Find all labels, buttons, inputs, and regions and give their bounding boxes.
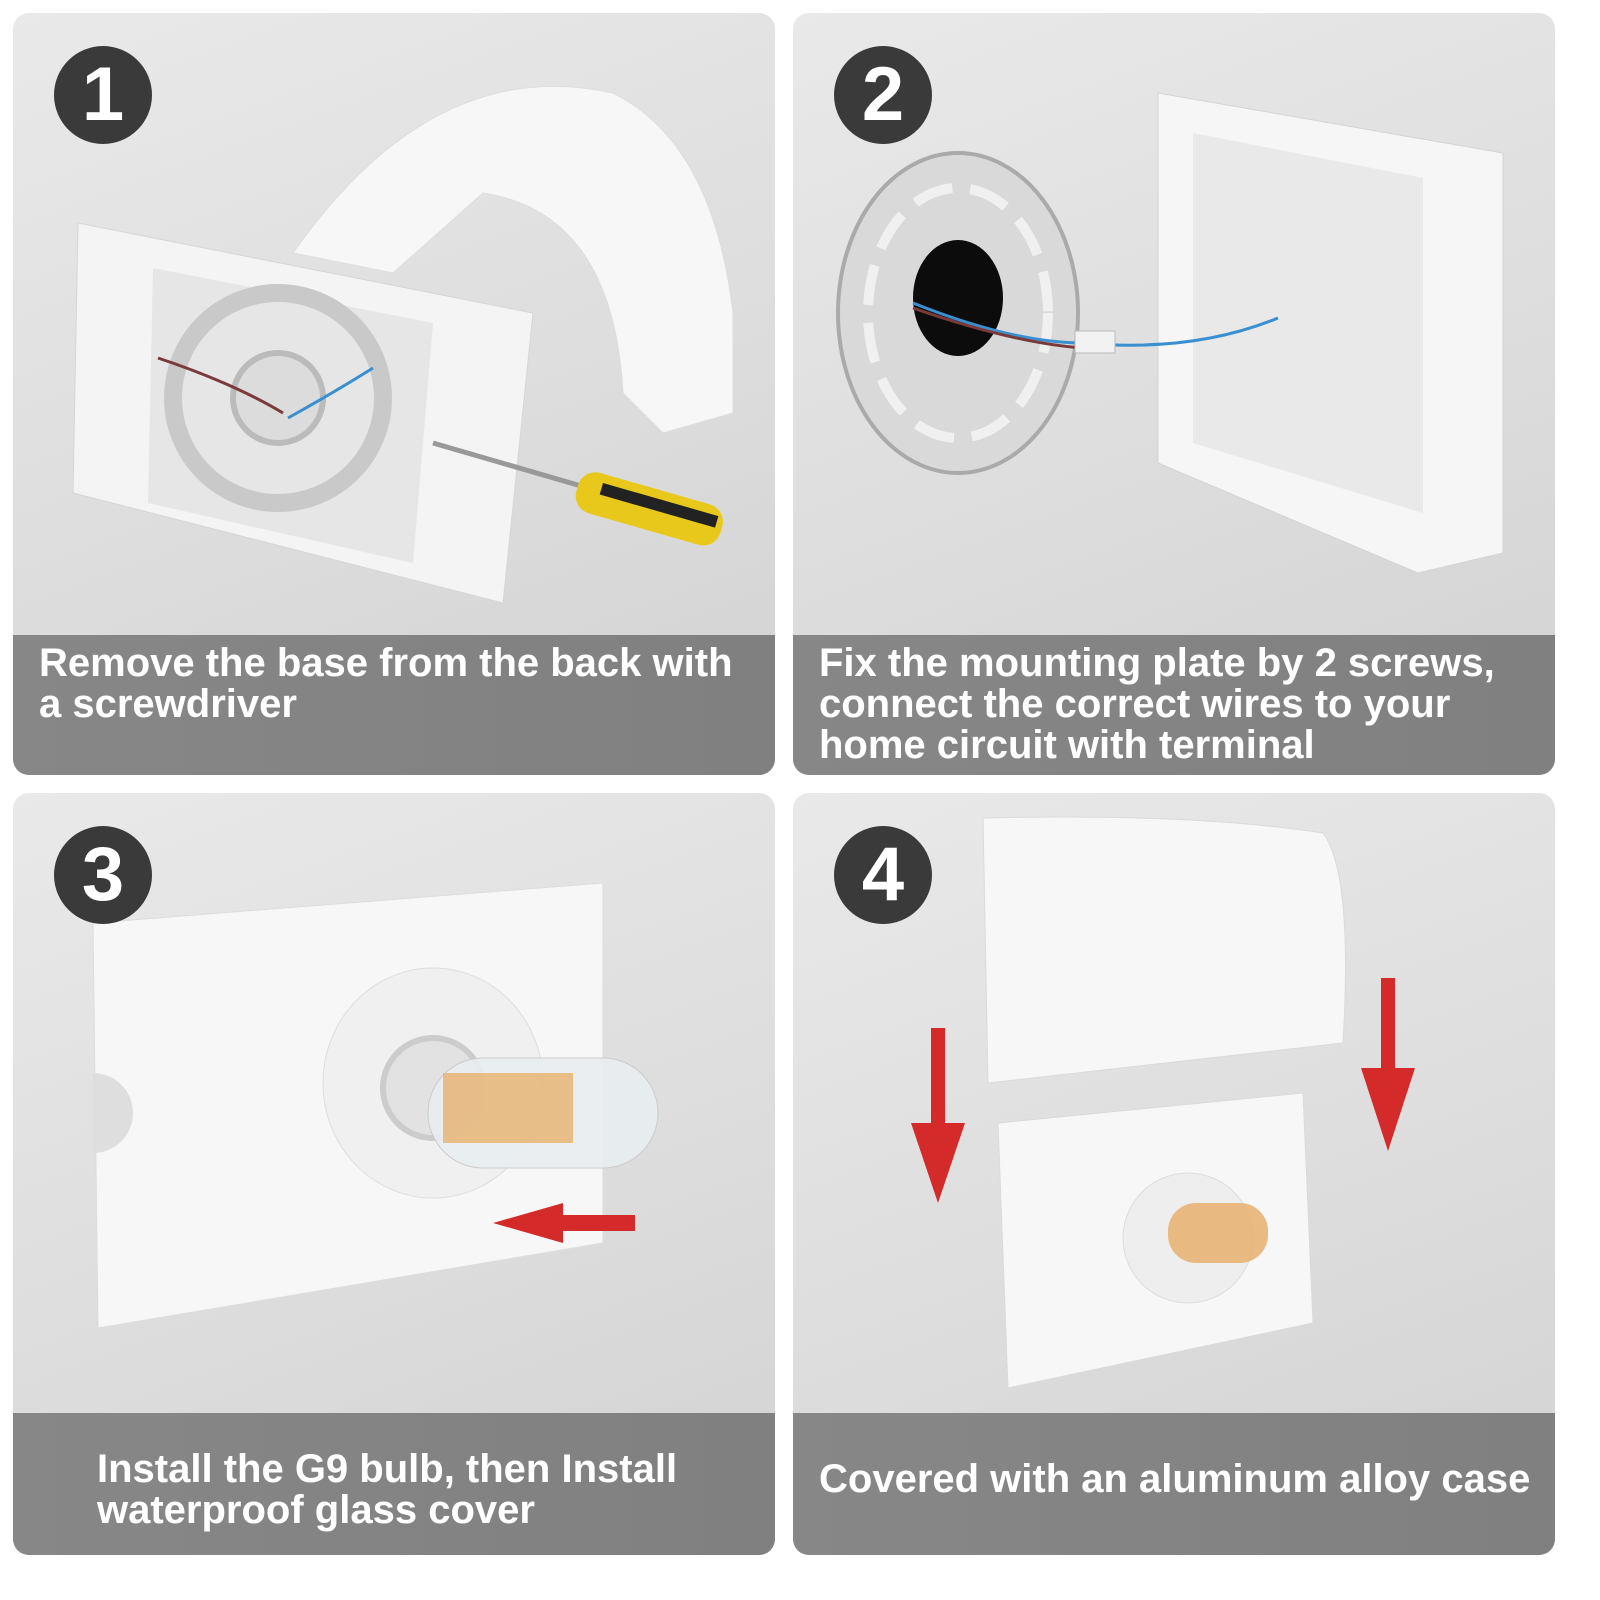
step-number-badge: 3 [54, 826, 152, 924]
step-2-panel: 2 Fix the mounting plate by 2 screws, co… [793, 13, 1555, 775]
step-2-illustration [836, 92, 1504, 574]
caption-line: Covered with an aluminum alloy case [819, 1457, 1531, 1501]
step-1-panel: 1 Remove the base from the back with a s… [13, 13, 775, 775]
caption-line: Install the G9 bulb, then Install [97, 1447, 678, 1491]
caption-line: Remove the base from the back with [39, 641, 733, 685]
caption-line: waterproof glass cover [97, 1488, 535, 1532]
step-number-badge: 4 [834, 826, 932, 924]
step-4-panel: 4 Covered with an aluminum alloy case [793, 793, 1555, 1555]
step-1-illustration [72, 85, 734, 604]
step-caption: Fix the mounting plate by 2 screws, conn… [793, 635, 1555, 775]
caption-line: Fix the mounting plate by 2 screws, [819, 641, 1495, 685]
step-number-badge: 2 [834, 46, 932, 144]
step-3-illustration [92, 882, 659, 1329]
step-caption: Remove the base from the back with a scr… [13, 635, 775, 775]
step-caption: Covered with an aluminum alloy case [793, 1413, 1555, 1555]
step-3-panel: 3 Install the G9 bulb, then Install wate… [13, 793, 775, 1555]
step-4-illustration [911, 816, 1415, 1389]
caption-line: a screwdriver [39, 682, 297, 726]
step-number-badge: 1 [54, 46, 152, 144]
step-caption: Install the G9 bulb, then Install waterp… [13, 1413, 775, 1555]
caption-line: connect the correct wires to your [819, 682, 1451, 726]
caption-line: home circuit with terminal [819, 723, 1315, 767]
